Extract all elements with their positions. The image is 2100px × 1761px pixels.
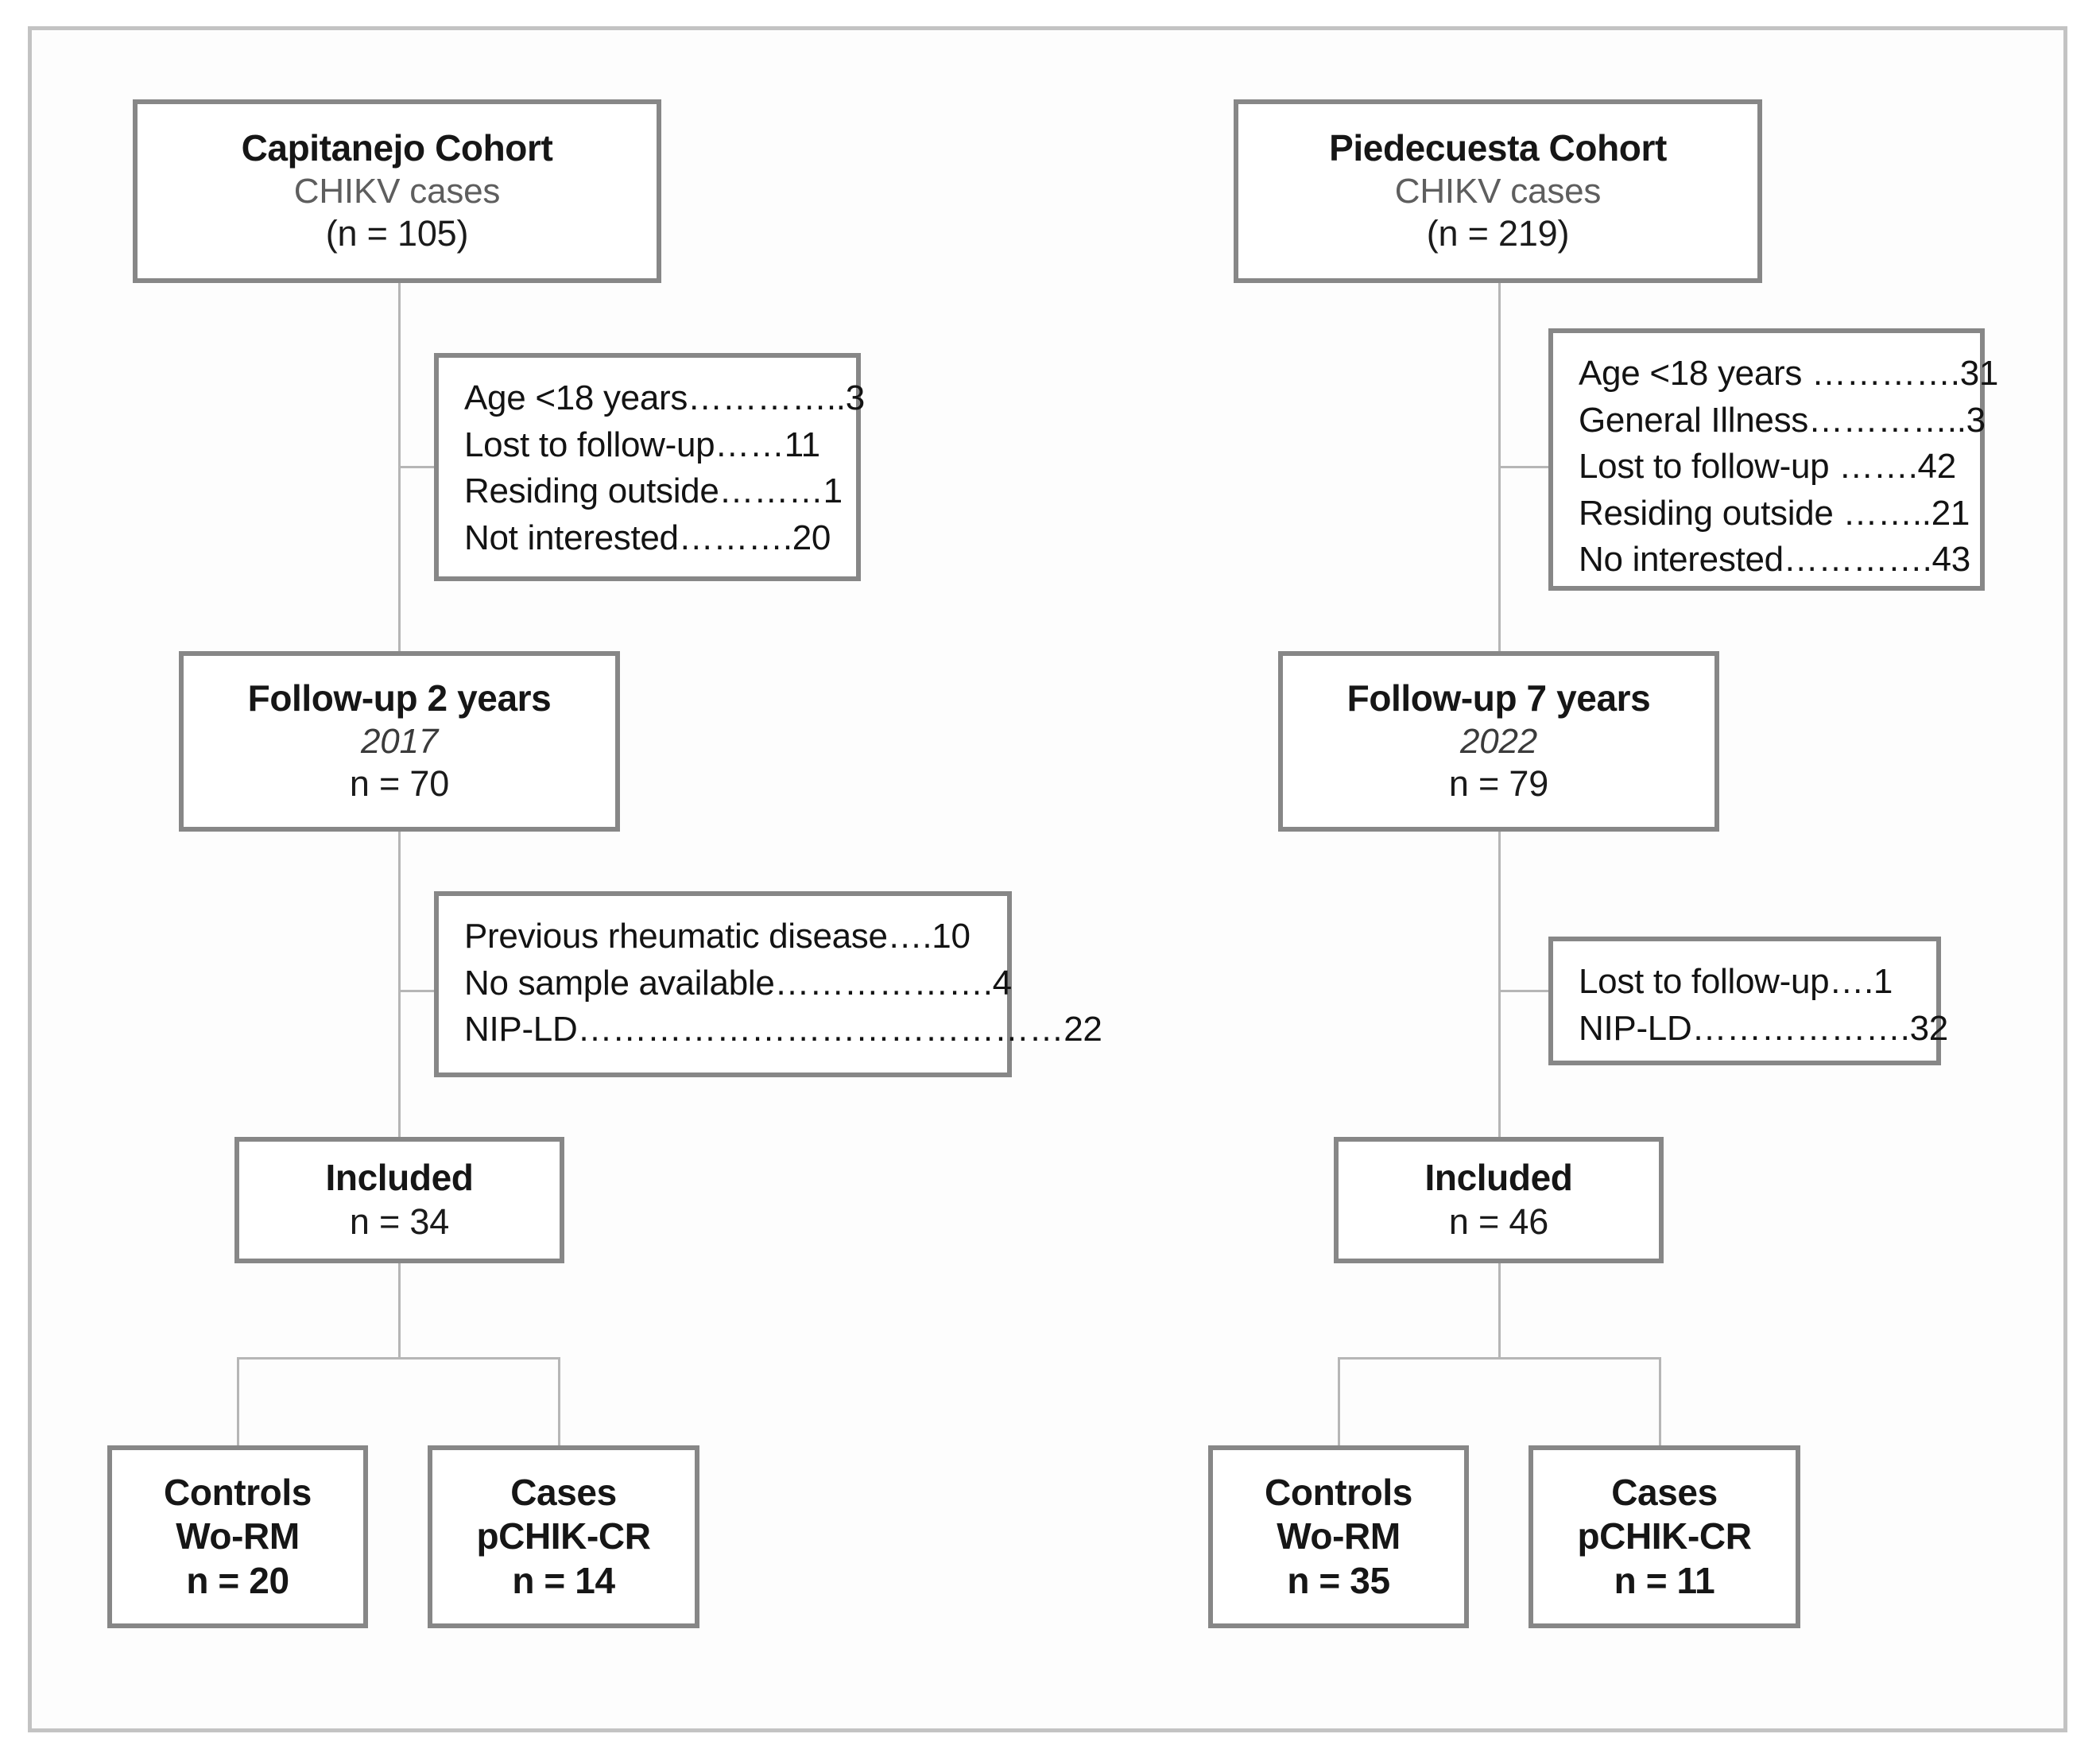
node-piedecuesta-included[interactable]: Included n = 46 bbox=[1334, 1137, 1664, 1263]
connector-left-exclusion1-stub bbox=[398, 466, 436, 468]
piedecuesta-cases-title: Cases bbox=[1611, 1472, 1718, 1514]
piedecuesta-cohort-count: (n = 219) bbox=[1426, 213, 1570, 254]
exclusions-box-piedecuesta-baseline[interactable]: Age <18 years ………….31 General Illness………… bbox=[1548, 328, 1999, 591]
capitanejo-followup-year: 2017 bbox=[360, 721, 439, 761]
capitanejo-included-count: n = 34 bbox=[349, 1201, 450, 1242]
connector-right-exclusion1-stub bbox=[1498, 466, 1551, 468]
piedecuesta-included-count: n = 46 bbox=[1448, 1201, 1549, 1242]
connector-left-cohort-to-followup bbox=[398, 282, 401, 660]
exclusions-box-piedecuesta-analysis[interactable]: Lost to follow-up….1 NIP-LD……………….32 bbox=[1548, 937, 1948, 1065]
exclusions-box-capitanejo-analysis[interactable]: Previous rheumatic disease….10 No sample… bbox=[434, 891, 1102, 1077]
node-capitanejo-cohort[interactable]: Capitanejo Cohort CHIKV cases (n = 105) bbox=[133, 99, 661, 283]
piedecuesta-followup-title: Follow-up 7 years bbox=[1346, 677, 1651, 719]
connector-left-included-to-split bbox=[398, 1263, 401, 1359]
exclusion-item: No interested………….43 bbox=[1579, 540, 1970, 580]
connector-right-split-to-controls bbox=[1338, 1357, 1340, 1445]
piedecuesta-controls-title: Controls bbox=[1265, 1472, 1412, 1514]
exclusion-item: NIP-LD……………………………………22 bbox=[464, 1010, 1102, 1049]
connector-right-split-horizontal bbox=[1338, 1357, 1661, 1360]
capitanejo-cohort-subtitle: CHIKV cases bbox=[293, 171, 501, 211]
connector-left-split-to-controls bbox=[237, 1357, 239, 1445]
capitanejo-controls-count: n = 20 bbox=[186, 1559, 289, 1601]
capitanejo-followup-title: Follow-up 2 years bbox=[247, 677, 552, 719]
exclusion-item: Previous rheumatic disease….10 bbox=[464, 917, 971, 956]
piedecuesta-included-title: Included bbox=[1424, 1157, 1573, 1199]
exclusion-item: General Illness…………..3 bbox=[1579, 400, 1986, 440]
capitanejo-followup-count: n = 70 bbox=[349, 763, 450, 805]
capitanejo-controls-title: Controls bbox=[164, 1472, 312, 1514]
connector-right-included-to-split bbox=[1498, 1263, 1501, 1359]
connector-right-cohort-to-followup bbox=[1498, 282, 1501, 660]
node-piedecuesta-cases[interactable]: Cases pCHIK-CR n = 11 bbox=[1529, 1445, 1800, 1628]
capitanejo-cases-title: Cases bbox=[510, 1472, 617, 1514]
exclusion-item: Lost to follow-up……11 bbox=[464, 425, 820, 464]
piedecuesta-cohort-title: Piedecuesta Cohort bbox=[1329, 126, 1667, 169]
piedecuesta-followup-year: 2022 bbox=[1459, 721, 1538, 761]
capitanejo-controls-subtitle: Wo-RM bbox=[176, 1515, 300, 1557]
exclusion-item: Residing outside ……..21 bbox=[1579, 493, 1970, 533]
connector-right-exclusion2-stub bbox=[1498, 990, 1551, 992]
exclusion-item: Residing outside………1 bbox=[464, 471, 843, 511]
connector-right-followup-to-included bbox=[1498, 832, 1501, 1137]
node-capitanejo-cases[interactable]: Cases pCHIK-CR n = 14 bbox=[428, 1445, 699, 1628]
piedecuesta-cases-subtitle: pCHIK-CR bbox=[1577, 1515, 1752, 1557]
piedecuesta-followup-count: n = 79 bbox=[1448, 763, 1549, 805]
piedecuesta-controls-subtitle: Wo-RM bbox=[1277, 1515, 1401, 1557]
node-capitanejo-included[interactable]: Included n = 34 bbox=[234, 1137, 564, 1263]
capitanejo-cohort-count: (n = 105) bbox=[325, 213, 469, 254]
connector-left-split-horizontal bbox=[237, 1357, 560, 1360]
node-capitanejo-followup[interactable]: Follow-up 2 years 2017 n = 70 bbox=[179, 651, 620, 832]
exclusion-item: Age <18 years ………….31 bbox=[1579, 354, 1999, 393]
node-piedecuesta-followup[interactable]: Follow-up 7 years 2022 n = 79 bbox=[1278, 651, 1719, 832]
connector-left-followup-to-included bbox=[398, 832, 401, 1137]
exclusion-item: Lost to follow-up….1 bbox=[1579, 962, 1893, 1001]
capitanejo-cases-count: n = 14 bbox=[512, 1559, 615, 1601]
exclusion-item: NIP-LD……………….32 bbox=[1579, 1008, 1948, 1048]
capitanejo-cases-subtitle: pCHIK-CR bbox=[476, 1515, 651, 1557]
node-piedecuesta-controls[interactable]: Controls Wo-RM n = 35 bbox=[1208, 1445, 1469, 1628]
connector-left-split-to-cases bbox=[558, 1357, 560, 1445]
capitanejo-cohort-title: Capitanejo Cohort bbox=[241, 126, 553, 169]
exclusion-item: No sample available……………….4 bbox=[464, 963, 1012, 1003]
connector-right-split-to-cases bbox=[1659, 1357, 1661, 1445]
exclusion-item: Not interested……….20 bbox=[464, 518, 831, 557]
exclusion-item: Lost to follow-up …….42 bbox=[1579, 447, 1956, 487]
capitanejo-included-title: Included bbox=[325, 1157, 474, 1199]
node-capitanejo-controls[interactable]: Controls Wo-RM n = 20 bbox=[107, 1445, 368, 1628]
exclusion-item: Age <18 years…………..3 bbox=[464, 378, 865, 417]
piedecuesta-cases-count: n = 11 bbox=[1614, 1559, 1715, 1601]
piedecuesta-cohort-subtitle: CHIKV cases bbox=[1394, 171, 1602, 211]
exclusions-box-capitanejo-baseline[interactable]: Age <18 years…………..3 Lost to follow-up……… bbox=[434, 353, 865, 581]
piedecuesta-controls-count: n = 35 bbox=[1287, 1559, 1390, 1601]
node-piedecuesta-cohort[interactable]: Piedecuesta Cohort CHIKV cases (n = 219) bbox=[1234, 99, 1762, 283]
connector-left-exclusion2-stub bbox=[398, 990, 436, 992]
